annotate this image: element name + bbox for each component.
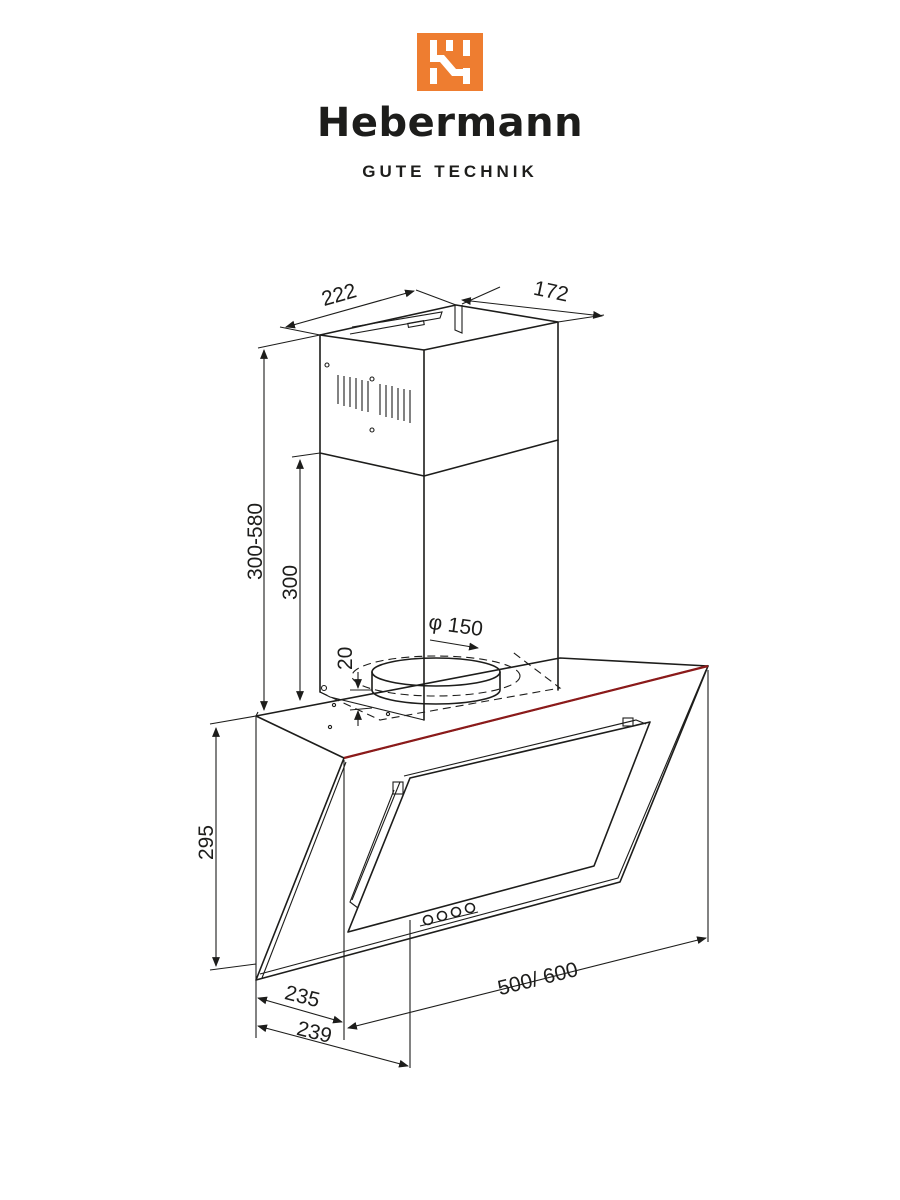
- dim-depth-outer-label: 239: [294, 1017, 334, 1048]
- chimney-upper-section: [319, 304, 559, 477]
- dim-outlet-offset: 20: [334, 647, 373, 726]
- brand-tagline: GUTE TECHNIK: [362, 162, 538, 181]
- hebermann-logo-icon: [417, 33, 483, 91]
- control-buttons: [419, 902, 479, 927]
- outlet-pipe: [319, 649, 562, 721]
- dim-chimney-width: 222: [279, 279, 457, 336]
- dim-chimney-total-height-label: 300-580: [244, 503, 267, 580]
- dim-outlet-diameter: φ 150: [427, 611, 484, 651]
- dim-hood-width: 500/ 600: [343, 670, 709, 1040]
- vent-slots: [324, 362, 411, 433]
- dim-outlet-offset-label: 20: [334, 647, 357, 670]
- glass-front-panel: [255, 664, 709, 981]
- dim-body-height-label: 295: [195, 825, 218, 860]
- dim-chimney-lower-height: 300: [279, 452, 321, 701]
- dim-depth-outer: 239: [257, 920, 411, 1068]
- dim-chimney-lower-height-label: 300: [279, 565, 302, 600]
- dim-chimney-width-label: 222: [319, 279, 359, 311]
- dim-chimney-depth: 172: [461, 277, 605, 323]
- dim-outlet-diameter-label: φ 150: [427, 611, 484, 641]
- dim-hood-width-label: 500/ 600: [495, 958, 580, 1000]
- dim-chimney-depth-label: 172: [532, 277, 571, 307]
- chimney-lower-section: [319, 439, 559, 721]
- brand-name: Hebermann: [316, 100, 584, 146]
- dim-chimney-total-height: 300-580: [244, 334, 321, 717]
- filter-panel: [347, 717, 651, 933]
- dim-depth-inner-label: 235: [282, 981, 322, 1012]
- dim-body-height: 295: [195, 715, 257, 971]
